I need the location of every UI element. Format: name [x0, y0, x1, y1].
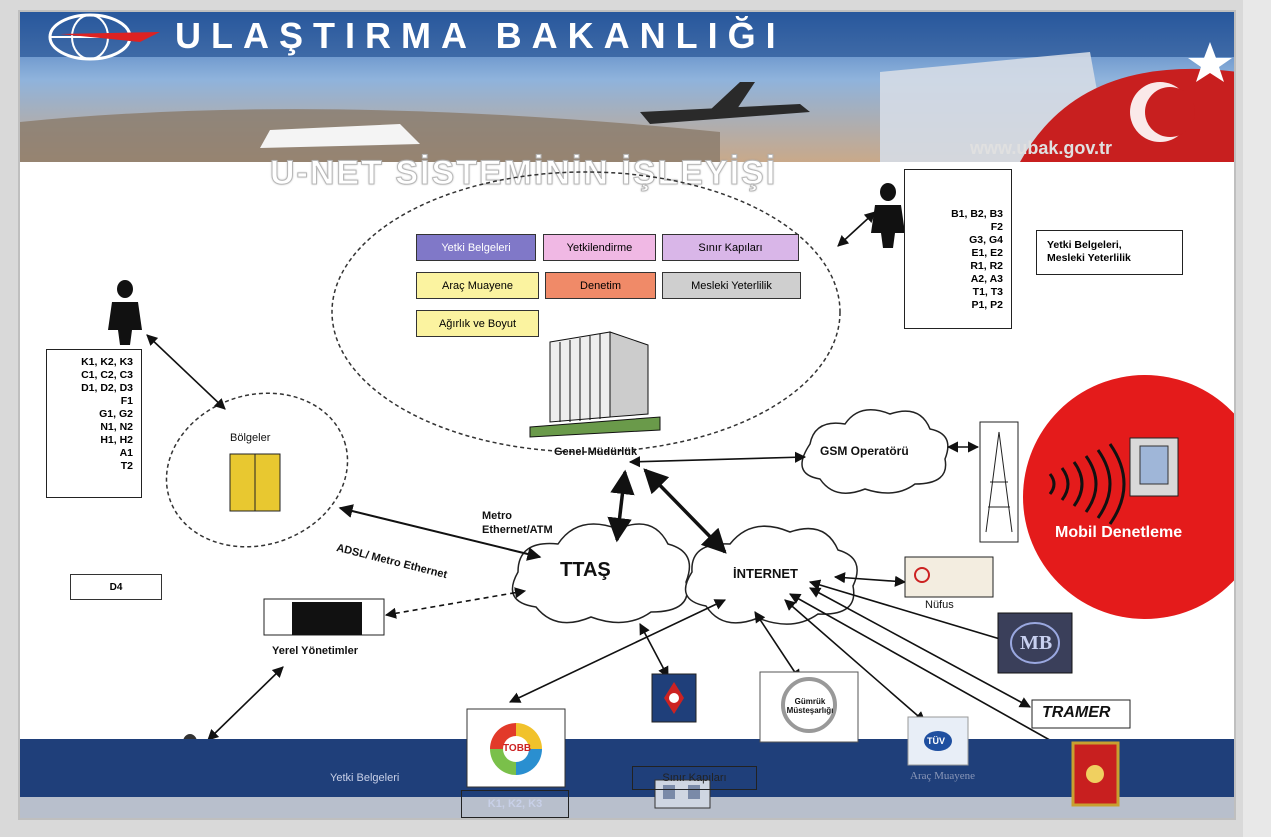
- regions-building-icon: [229, 453, 281, 512]
- header-banner: ULAŞTIRMA BAKANLIĞI www.ubak.gov.tr: [20, 12, 1234, 162]
- right-note-box: Yetki Belgeleri, Mesleki Yeterlilik: [1036, 230, 1183, 275]
- metro-link-label: Metro Ethernet/ATM: [482, 510, 553, 536]
- hq-label: Genel Müdürlük: [554, 446, 638, 458]
- person-icon-left: [108, 280, 142, 345]
- globe-logo-icon: [48, 13, 160, 61]
- right-codes-box: B1, B2, B3 F2 G3, G4 E1, E2 R1, R2 A2, A…: [904, 169, 1012, 329]
- internet-label: İNTERNET: [733, 566, 798, 581]
- bottom-arac-label: Araç Muayene: [910, 770, 976, 782]
- nufus-card-icon: [904, 556, 994, 598]
- bottom-yetki-label: Yetki Belgeleri: [330, 772, 400, 784]
- adsl-link-label: ADSL/ Metro Ethernet: [335, 542, 449, 582]
- module-sinir-kapilari: Sınır Kapıları: [662, 234, 799, 261]
- diagram-title: U-NET SİSTEMİNİN İŞLEYİŞİ: [269, 154, 778, 193]
- ttas-label: TTAŞ: [560, 559, 611, 581]
- gsm-operator-label: GSM Operatörü: [820, 444, 909, 458]
- right-scroll-panel: [1243, 0, 1271, 837]
- module-yetkilendirme: Yetkilendirme: [543, 234, 656, 261]
- person-icon-bottom: [175, 734, 205, 792]
- module-arac-muayene: Araç Muayene: [416, 272, 539, 299]
- mobile-inspection-label: Mobil Denetleme: [1055, 524, 1183, 541]
- regions-ellipse: [165, 392, 349, 548]
- mobile-circle: [1023, 375, 1234, 619]
- local-gov-label: Yerel Yönetimler: [272, 645, 359, 657]
- signal-waves-icon: [1048, 443, 1126, 525]
- handheld-device-icon: [1129, 437, 1179, 497]
- bottom-k-box: K1, K2, K3: [461, 790, 569, 818]
- local-gov-building-icon: [263, 598, 385, 636]
- bottom-band: [20, 739, 1234, 797]
- module-yetki-belgeleri: Yetki Belgeleri: [416, 234, 536, 261]
- ministry-title: ULAŞTIRMA BAKANLIĞI: [175, 15, 786, 56]
- nufus-label: Nüfus: [925, 599, 954, 611]
- tobb-logo-text: TOBB: [503, 743, 532, 754]
- military-emblem-icon: [1071, 741, 1120, 807]
- tramer-logo-text: TRAMER: [1042, 704, 1111, 721]
- gumruk-label: Gümrük Müsteşarlığı: [786, 697, 834, 715]
- person-icon-right: [871, 183, 905, 248]
- mb-logo-text: MB: [1020, 632, 1053, 654]
- module-agirlik-boyut: Ağırlık ve Boyut: [416, 310, 539, 337]
- d4-box: D4: [70, 574, 162, 600]
- police-emblem-icon: [651, 673, 697, 723]
- regions-label: Bölgeler: [230, 432, 271, 444]
- hq-ellipse: [331, 171, 841, 453]
- radio-tower-icon: [979, 421, 1019, 543]
- bottom-sinir-box: Sınır Kapıları: [632, 766, 757, 790]
- module-denetim: Denetim: [545, 272, 656, 299]
- left-codes-box: K1, K2, K3 C1, C2, C3 D1, D2, D3 F1 G1, …: [46, 349, 142, 498]
- website-label: www.ubak.gov.tr: [969, 138, 1112, 158]
- module-mesleki-yeterlilik: Mesleki Yeterlilik: [662, 272, 801, 299]
- hq-building-icon: [529, 331, 661, 438]
- tuv-logo-text: TÜV: [927, 736, 945, 746]
- slide-frame: ULAŞTIRMA BAKANLIĞI www.ubak.gov.tr U-NE…: [18, 10, 1236, 820]
